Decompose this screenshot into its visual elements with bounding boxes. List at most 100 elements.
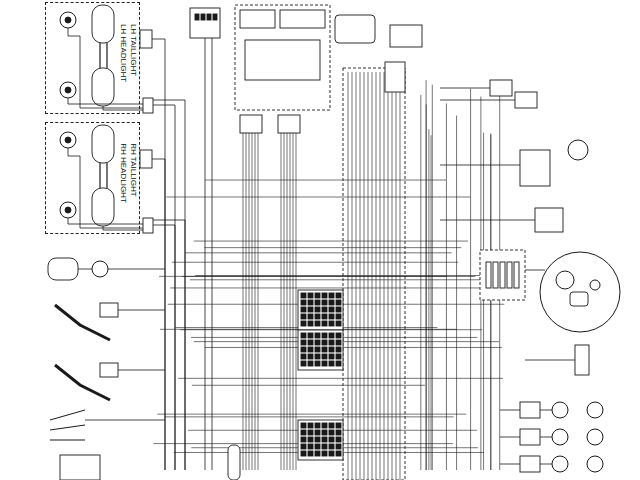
wire — [153, 105, 175, 470]
lamp-symbol — [568, 140, 588, 160]
component-symbol — [92, 5, 114, 43]
component-symbol — [336, 340, 341, 345]
component-symbol — [245, 40, 320, 80]
component-symbol — [308, 361, 313, 366]
component-symbol — [322, 321, 327, 326]
component-symbol — [100, 303, 118, 317]
wire — [446, 103, 447, 470]
component-symbol — [343, 68, 405, 480]
lamp-symbol — [60, 202, 76, 218]
wire — [470, 89, 471, 470]
component-symbol — [329, 321, 334, 326]
wire — [500, 464, 520, 465]
wire — [157, 414, 466, 415]
component-symbol — [575, 345, 589, 375]
component-symbol — [329, 444, 334, 449]
component-symbol — [336, 321, 341, 326]
wire — [364, 72, 365, 480]
wire — [185, 252, 451, 253]
component-symbol — [336, 307, 341, 312]
wire — [431, 135, 432, 470]
component-symbol — [298, 330, 343, 370]
component-symbol — [301, 354, 306, 359]
component-symbol — [92, 188, 114, 226]
component-symbol — [322, 430, 327, 435]
component-symbol — [329, 437, 334, 442]
component-symbol — [329, 307, 334, 312]
wire — [376, 72, 377, 480]
component-symbol — [298, 420, 343, 460]
lamp-symbol — [540, 252, 620, 332]
component-symbol — [336, 444, 341, 449]
component-symbol — [315, 444, 320, 449]
component-symbol — [322, 354, 327, 359]
wire — [172, 262, 458, 263]
component-symbol — [315, 361, 320, 366]
wire — [255, 133, 256, 470]
component-symbol — [308, 423, 313, 428]
wire — [153, 225, 175, 470]
wire — [50, 410, 85, 420]
component-symbol — [515, 92, 537, 108]
wire — [85, 420, 165, 421]
component-symbol — [329, 333, 334, 338]
component-symbol — [335, 15, 375, 43]
component-symbol — [322, 340, 327, 345]
wire — [456, 116, 457, 470]
component-symbol — [315, 314, 320, 319]
wire — [360, 72, 361, 480]
component-symbol — [315, 354, 320, 359]
lamp-symbol — [552, 429, 568, 445]
component-symbol — [278, 115, 300, 133]
wire — [392, 72, 393, 480]
wire — [540, 437, 552, 438]
wire — [178, 378, 503, 379]
wire — [118, 370, 165, 371]
component-symbol — [322, 333, 327, 338]
component-symbol — [235, 5, 330, 110]
component-symbol — [308, 307, 313, 312]
component-symbol — [322, 444, 327, 449]
component-symbol — [301, 300, 306, 305]
component-symbol — [301, 451, 306, 456]
wire — [440, 165, 520, 166]
wire — [249, 133, 250, 470]
component-symbol — [301, 333, 306, 338]
wire — [194, 241, 468, 242]
wire — [118, 310, 165, 311]
component-symbol — [308, 347, 313, 352]
light-assembly: RH TAILLIGHTRH HEADLIGHT — [45, 122, 140, 234]
wire — [490, 134, 491, 470]
component-symbol — [301, 340, 306, 345]
component-symbol — [322, 437, 327, 442]
component-symbol — [336, 300, 341, 305]
component-symbol — [486, 262, 491, 288]
component-symbol — [315, 347, 320, 352]
component-symbol — [336, 361, 341, 366]
wire — [252, 133, 253, 470]
component-symbol — [329, 451, 334, 456]
component-symbol — [390, 25, 422, 47]
lamp-symbol — [60, 12, 76, 28]
wire — [194, 341, 499, 342]
wire — [296, 133, 297, 470]
component-symbol — [520, 456, 540, 472]
component-symbol — [500, 262, 505, 288]
component-symbol — [315, 300, 320, 305]
component-symbol — [329, 347, 334, 352]
wire — [152, 39, 165, 470]
component-symbol — [308, 300, 313, 305]
component-label: LH TAILLIGHT — [128, 23, 138, 83]
wire — [348, 72, 349, 480]
wire — [440, 88, 490, 89]
wire — [372, 72, 373, 480]
wire — [103, 106, 143, 110]
component-symbol — [329, 340, 334, 345]
component-symbol — [308, 293, 313, 298]
wire — [106, 163, 107, 188]
lamp-symbol — [587, 456, 603, 472]
lamp-symbol — [556, 271, 574, 289]
wire — [192, 385, 425, 386]
component-symbol — [336, 314, 341, 319]
wire — [440, 100, 515, 101]
